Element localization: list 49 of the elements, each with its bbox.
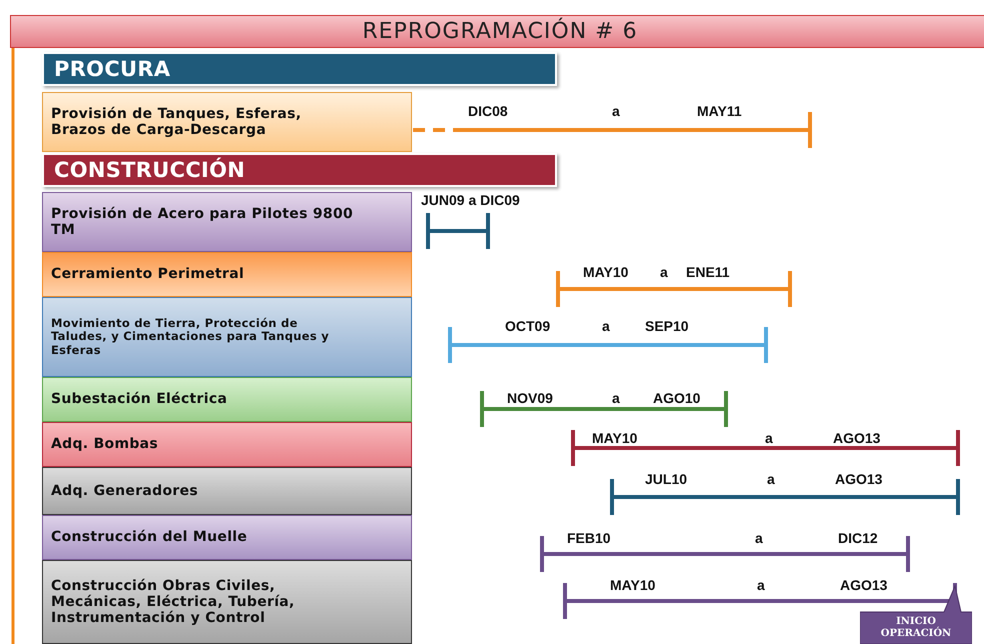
callout-text: INICIO OPERACIÓN	[880, 616, 952, 640]
date-label: DIC12	[838, 530, 878, 546]
range-connector-text: a	[767, 471, 775, 487]
range-connector-text: a	[757, 577, 765, 593]
date-label: MAY10	[610, 577, 656, 593]
range-connector-text: a	[765, 430, 773, 446]
task-label: Cerramiento Perimetral	[51, 266, 244, 283]
task-label: Construcción Obras Civiles, Mecánicas, Eléctrica, Tubería, Instrumentación y Control	[51, 578, 296, 626]
section-header-band	[42, 52, 557, 86]
date-label: SEP10	[645, 318, 689, 334]
date-label: JUN09 a DIC09	[421, 192, 520, 208]
date-label: JUL10	[645, 471, 688, 487]
task-label: Provisión de Acero para Pilotes 9800 TM	[51, 206, 354, 238]
section-title: PROCURA	[54, 57, 170, 81]
section-header-band	[42, 153, 557, 187]
task-box	[42, 297, 412, 377]
range-connector-text: a	[602, 318, 610, 334]
range-connector-text: a	[612, 103, 620, 119]
range-connector-text: a	[612, 390, 620, 406]
date-label: OCT09	[505, 318, 550, 334]
date-label: MAY10	[592, 430, 638, 446]
task-label: Adq. Bombas	[51, 436, 158, 453]
range-connector-text: a	[755, 530, 763, 546]
date-label: AGO13	[833, 430, 880, 446]
date-label: FEB10	[567, 530, 611, 546]
date-label: AGO13	[840, 577, 888, 593]
date-label: MAY10	[583, 264, 628, 280]
range-connector-text: a	[660, 264, 668, 280]
task-label: Provisión de Tanques, Esferas, Brazos de Carga-Descarga	[51, 106, 302, 138]
date-label: ENE11	[686, 264, 730, 280]
task-box	[42, 192, 412, 252]
task-label: Adq. Generadores	[51, 482, 198, 500]
task-box	[42, 560, 412, 644]
date-label: MAY11	[697, 103, 742, 119]
task-box	[42, 377, 412, 422]
task-box	[42, 515, 412, 560]
date-label: AGO13	[835, 471, 882, 487]
date-label: DIC08	[468, 103, 508, 119]
task-box	[42, 422, 412, 467]
task-box	[42, 467, 412, 515]
task-box	[42, 92, 412, 152]
section-title: CONSTRUCCIÓN	[54, 158, 246, 182]
date-label: NOV09	[507, 390, 553, 406]
task-label: Subestación Eléctrica	[51, 391, 228, 408]
task-box	[42, 252, 412, 297]
task-label: Movimiento de Tierra, Protección de Taludes, y Cimentaciones para Tanques y Esferas	[51, 317, 330, 357]
title-text: REPROGRAMACIÓN # 6	[362, 19, 638, 44]
date-label: AGO10	[653, 390, 700, 406]
task-label: Construcción del Muelle	[51, 529, 248, 546]
